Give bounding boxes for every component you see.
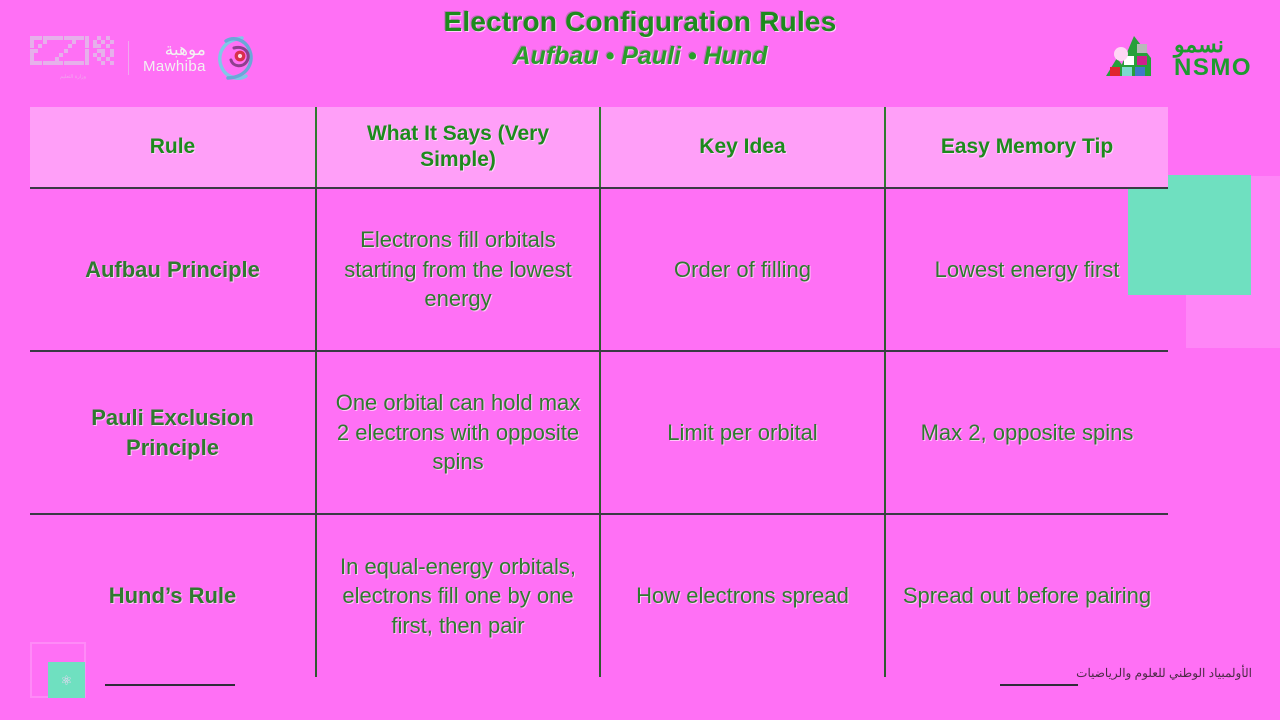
cell-key-idea: Limit per orbital [600,351,886,515]
table-row: Hund’s Rule In equal-energy orbitals, el… [30,514,1168,677]
cell-key-idea: How electrons spread [600,514,886,677]
page-subtitle: Aufbau • Pauli • Hund [512,41,768,70]
mawhiba-swirl-icon [212,34,258,82]
page-title-block: Electron Configuration Rules Aufbau • Pa… [300,4,980,72]
page-title: Electron Configuration Rules [443,6,837,37]
column-header-rule: Rule [30,107,317,189]
table-header-row: Rule What It Says (Very Simple) Key Idea… [30,107,1168,189]
mawhiba-wordmark: موهبة Mawhiba [143,41,206,75]
cell-key-idea: Order of filling [600,188,886,352]
decorative-soft-rectangle-top-right [1186,176,1280,348]
cell-rule-name: Aufbau Principle [30,188,317,352]
cell-rule-name: Hund’s Rule [30,514,317,677]
column-header-memory-tip: Easy Memory Tip [885,107,1168,189]
rules-table-container: Rule What It Says (Very Simple) Key Idea… [30,107,1168,677]
mawhiba-arabic: موهبة [164,40,206,60]
nsmo-latin: NSMO [1174,54,1252,81]
mawhiba-latin: Mawhiba [143,58,206,76]
cell-memory-tip: Lowest energy first [885,188,1168,352]
cell-rule-name: Pauli Exclusion Principle [30,351,317,515]
decorative-rule-bottom-left [105,684,235,686]
decorative-rule-bottom-right [1000,684,1078,686]
ministry-label: وزارة التعليم [60,73,86,80]
cell-memory-tip: Spread out before pairing [902,583,1152,609]
nsmo-logo: نسمو NSMO [1104,30,1252,84]
nsmo-arabic: نسمو [1174,32,1224,57]
nsmo-wordmark: نسمو NSMO [1174,34,1252,80]
cell-what-it-says: One orbital can hold max 2 electrons wit… [316,351,601,515]
nsmo-mark-icon [1104,32,1166,82]
table-row: Aufbau Principle Electrons fill orbitals… [30,188,1168,352]
cell-what-it-says: Electrons fill orbitals starting from th… [316,188,601,352]
column-header-key-idea: Key Idea [600,107,886,189]
mawhiba-logo: وزارة التعليم موهبة Mawhiba [30,30,258,86]
column-header-what-it-says: What It Says (Very Simple) [316,107,601,189]
ministry-dots-icon: وزارة التعليم [30,35,114,81]
cell-memory-tip: Max 2, opposite spins [885,351,1168,515]
header-bar: وزارة التعليم موهبة Mawhiba Electron Con… [0,0,1280,100]
rules-table: Rule What It Says (Very Simple) Key Idea… [30,107,1168,677]
logo-divider [128,41,129,75]
table-row: Pauli Exclusion Principle One orbital ca… [30,351,1168,515]
cell-what-it-says: In equal-energy orbitals, electrons fill… [316,514,601,677]
footer-arabic-caption: الأولمبياد الوطني للعلوم والرياضيات [1076,666,1252,680]
